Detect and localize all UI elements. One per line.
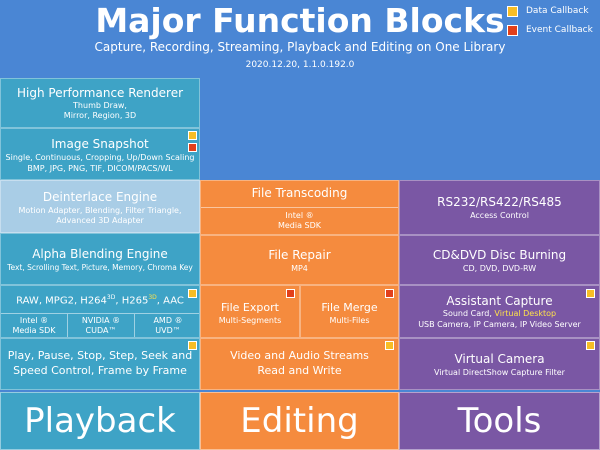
version-label: 2020.12.20, 1.1.0.192.0 <box>245 60 355 70</box>
intel-sdk-line-2: Media SDK <box>12 326 56 335</box>
file-merge-sub: Multi-Files <box>329 316 370 325</box>
renderer-title: High Performance Renderer <box>16 86 184 100</box>
data-callback-legend-label: Data Callback <box>526 6 589 16</box>
file-merge-title: File Merge <box>321 301 378 314</box>
data-callback-legend-icon <box>507 6 518 17</box>
assistant-capture-line-1: Sound Card, Virtual Desktop <box>400 309 599 319</box>
transcoding-sdk-line-2: Media SDK <box>277 221 322 230</box>
snapshot-event-callback-icon <box>188 143 197 152</box>
file-transcoding-block: File Transcoding Intel ® Media SDK <box>200 180 399 235</box>
deinterlace-line-2: Advanced 3D Adapter <box>56 216 144 225</box>
playback-category: Playback <box>0 392 200 450</box>
virtual-camera-block: Virtual Camera Virtual DirectShow Captur… <box>399 338 600 390</box>
amd-uvd-line-1: AMD ® <box>153 316 183 325</box>
codecs-raw: RAW, MPG2, H264 <box>16 295 107 307</box>
streams-data-callback-icon <box>385 341 394 350</box>
playback-controls-line-1: Play, Pause, Stop, Step, Seek and <box>7 349 193 362</box>
merge-event-callback-icon <box>385 289 394 298</box>
assistant-capture-block: Assistant Capture Sound Card, Virtual De… <box>399 285 600 338</box>
rs232-block: RS232/RS422/RS485 Access Control <box>399 180 600 235</box>
file-export-sub: Multi-Segments <box>218 316 282 325</box>
playback-controls-line-2: Speed Control, Frame by Frame <box>13 364 187 377</box>
file-transcoding-title: File Transcoding <box>251 186 348 200</box>
renderer-line-2: Mirror, Region, 3D <box>63 111 137 120</box>
snapshot-data-callback-icon <box>188 131 197 140</box>
codecs-line: RAW, MPG2, H2643D, H2653D, AAC <box>1 291 199 307</box>
codecs-sup-3d-b: 3D <box>148 294 157 301</box>
transcoding-sdk-line-1: Intel ® <box>285 211 314 220</box>
image-snapshot-line-1: Single, Continuous, Cropping, Up/Down Sc… <box>5 153 195 162</box>
codecs-sup-3d-a: 3D <box>106 294 116 301</box>
image-snapshot-title: Image Snapshot <box>51 137 149 151</box>
virtual-camera-data-callback-icon <box>586 341 595 350</box>
assistant-capture-line-2: USB Camera, IP Camera, IP Video Server <box>418 320 581 329</box>
alpha-blending-block: Alpha Blending Engine Text, Scrolling Te… <box>0 233 200 285</box>
alpha-blending-title: Alpha Blending Engine <box>32 247 168 261</box>
image-snapshot-block: Image Snapshot Single, Continuous, Cropp… <box>0 128 200 180</box>
assistant-data-callback-icon <box>586 289 595 298</box>
nvidia-cuda-line-2: CUDA™ <box>85 326 117 335</box>
editing-category: Editing <box>200 392 399 450</box>
disc-burning-title: CD&DVD Disc Burning <box>432 248 567 262</box>
rs232-title: RS232/RS422/RS485 <box>437 195 562 209</box>
tools-category: Tools <box>399 392 600 450</box>
file-repair-block: File Repair MP4 <box>200 235 399 285</box>
amd-uvd-line-2: UVD™ <box>155 326 181 335</box>
deinterlace-block: Deinterlace Engine Motion Adapter, Blend… <box>0 180 200 233</box>
virtual-camera-sub: Virtual DirectShow Capture Filter <box>434 368 565 377</box>
file-repair-sub: MP4 <box>291 264 308 273</box>
rs232-sub: Access Control <box>470 211 529 220</box>
streams-block: Video and Audio Streams Read and Write <box>200 338 399 390</box>
assistant-capture-title: Assistant Capture <box>446 294 553 308</box>
file-export-block: File Export Multi-Segments <box>200 285 300 338</box>
assistant-capture-virtual-desktop: Virtual Desktop <box>494 309 557 318</box>
event-callback-legend-icon <box>507 25 518 36</box>
renderer-block: High Performance Renderer Thumb Draw, Mi… <box>0 78 200 128</box>
image-snapshot-line-2: BMP, JPG, PNG, TIF, DICOM/PACS/WL <box>27 164 173 173</box>
deinterlace-title: Deinterlace Engine <box>42 190 158 204</box>
renderer-line-1: Thumb Draw, <box>73 101 127 110</box>
intel-sdk-line-1: Intel ® <box>19 316 49 325</box>
codecs-data-callback-icon <box>188 289 197 298</box>
disc-burning-sub: CD, DVD, DVD-RW <box>462 264 537 273</box>
event-callback-legend-label: Event Callback <box>526 25 593 35</box>
streams-line-2: Read and Write <box>257 364 342 377</box>
controls-data-callback-icon <box>188 341 197 350</box>
file-merge-block: File Merge Multi-Files <box>300 285 399 338</box>
export-event-callback-icon <box>286 289 295 298</box>
page-subtitle: Capture, Recording, Streaming, Playback … <box>94 40 506 54</box>
file-export-title: File Export <box>221 301 279 314</box>
disc-burning-block: CD&DVD Disc Burning CD, DVD, DVD-RW <box>399 235 600 285</box>
alpha-blending-line-1: Text, Scrolling Text, Picture, Memory, C… <box>7 263 193 272</box>
file-repair-title: File Repair <box>268 248 331 262</box>
virtual-camera-title: Virtual Camera <box>454 352 545 366</box>
codecs-block: RAW, MPG2, H2643D, H2653D, AAC Intel ® M… <box>0 285 200 338</box>
assistant-capture-sub-a: Sound Card, <box>442 309 495 318</box>
deinterlace-line-1: Motion Adapter, Blending, Filter Triangl… <box>18 206 182 215</box>
nvidia-cuda-line-1: NVIDIA ® <box>81 316 121 325</box>
page-title: Major Function Blocks <box>95 1 505 40</box>
codecs-aac: , AAC <box>156 295 184 307</box>
codecs-h265: , H265 <box>115 295 149 307</box>
playback-controls-block: Play, Pause, Stop, Step, Seek and Speed … <box>0 338 200 390</box>
streams-line-1: Video and Audio Streams <box>230 349 369 362</box>
